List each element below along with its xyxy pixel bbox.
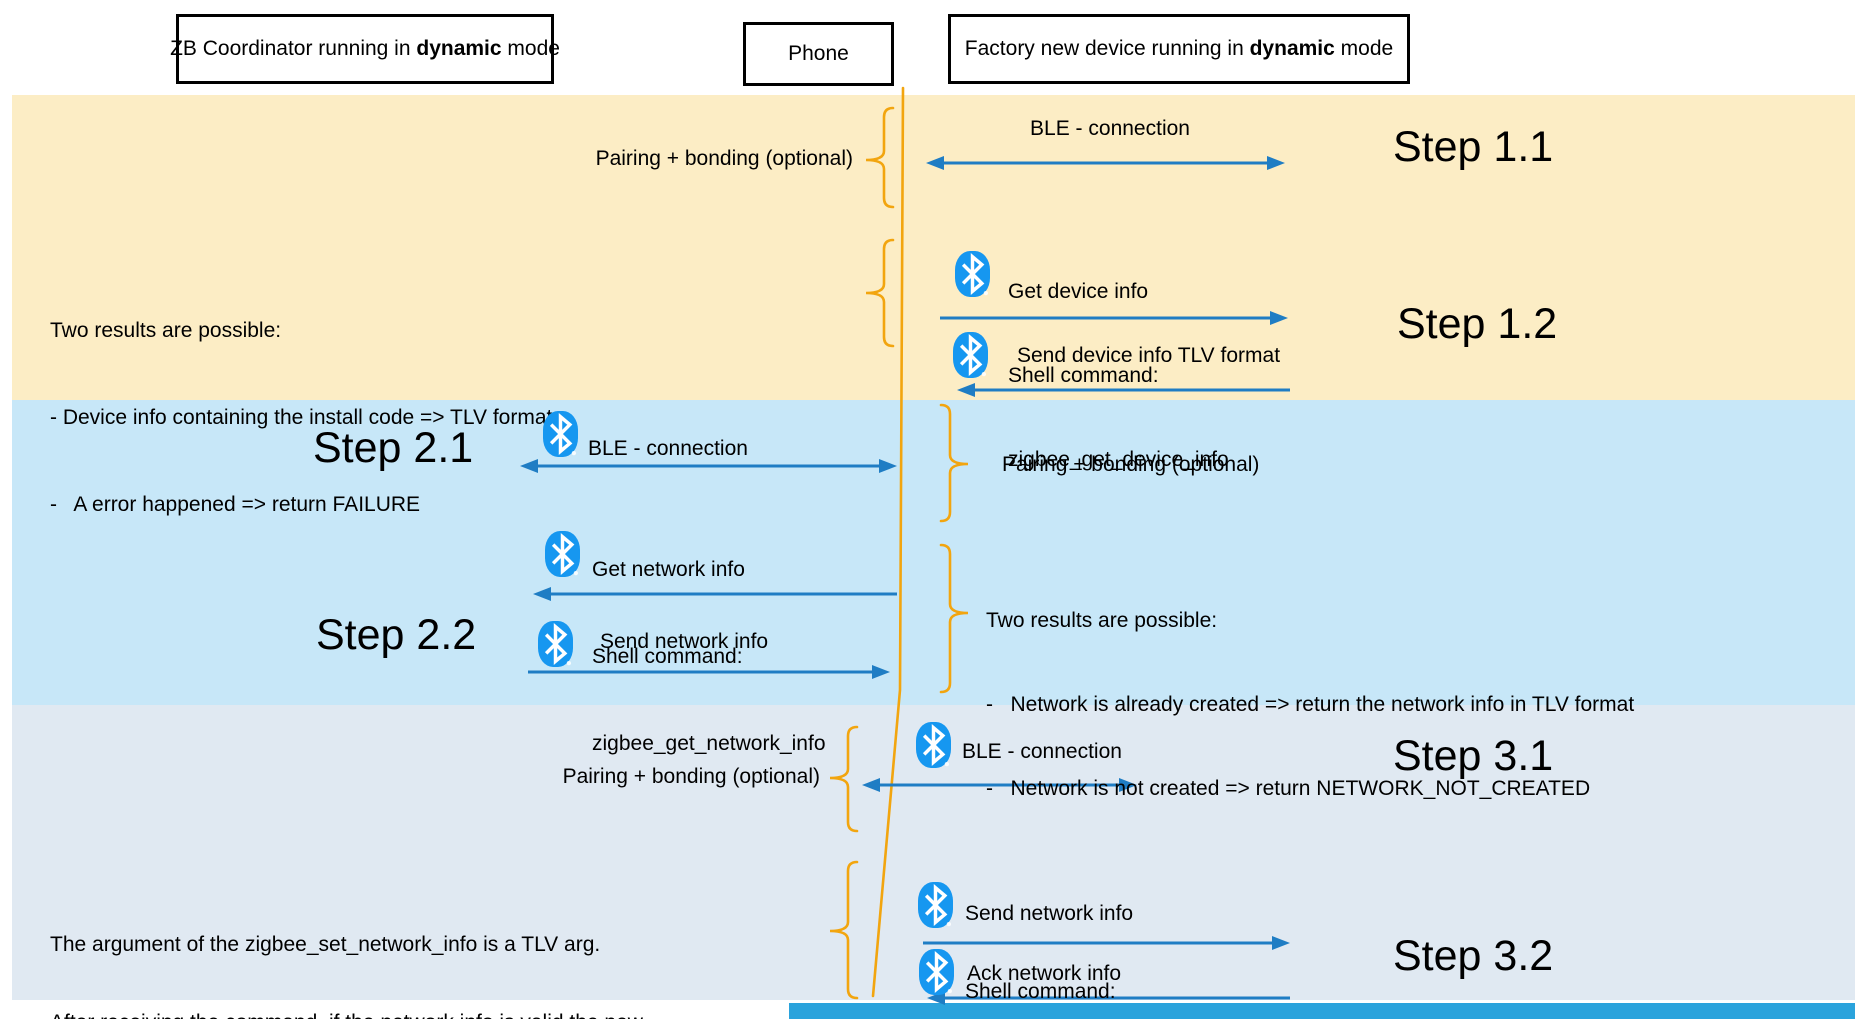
band2-step-a-label: Step 2.1 bbox=[313, 424, 474, 472]
band2-note: Two results are possible: - Network is a… bbox=[986, 551, 1634, 859]
actor-label-pre: Factory new device running in bbox=[964, 37, 1250, 60]
bluetooth-dot bbox=[981, 371, 987, 377]
message-line: zigbee_get_device_info bbox=[1008, 448, 1229, 471]
band3-pairing-label: Pairing + bonding (optional) bbox=[562, 765, 820, 788]
band1-ble-label: BLE - connection bbox=[1030, 117, 1190, 140]
band2-ble-label: BLE - connection bbox=[588, 437, 748, 460]
message-line: Get network info bbox=[592, 558, 745, 581]
bluetooth-icon bbox=[538, 621, 573, 667]
bluetooth-rune bbox=[922, 724, 946, 766]
note-line: The argument of the zigbee_set_network_i… bbox=[50, 933, 601, 956]
bluetooth-icon bbox=[545, 531, 580, 577]
bluetooth-icon bbox=[919, 949, 954, 995]
actor-factory-device: Factory new device running in dynamic mo… bbox=[948, 14, 1410, 84]
band1-step-a-label: Step 1.1 bbox=[1393, 123, 1554, 171]
actor-label-bold: dynamic bbox=[416, 37, 502, 60]
note-line: - Network is already created => return t… bbox=[986, 693, 1635, 716]
note-line: Two results are possible: bbox=[986, 609, 1218, 632]
bluetooth-dot bbox=[566, 660, 572, 666]
bluetooth-icon bbox=[543, 411, 578, 457]
band2-pairing-label: Pairing + bonding (optional) bbox=[1002, 453, 1260, 476]
note-line: Two results are possible: bbox=[50, 319, 282, 342]
band1-note: Two results are possible: - Device info … bbox=[50, 258, 552, 577]
band2-response-label: Send network info bbox=[600, 630, 769, 653]
band2-step-b-label: Step 2.2 bbox=[316, 611, 477, 659]
band-step2 bbox=[12, 400, 1855, 705]
message-line: Shell command: bbox=[965, 980, 1116, 1003]
band2-request-text: Get network info Shell command: zigbee_g… bbox=[592, 497, 826, 816]
bluetooth-rune bbox=[925, 951, 949, 993]
message-line: Send network info bbox=[965, 902, 1134, 925]
note-line: After receiving the command, if the netw… bbox=[50, 1010, 643, 1019]
bluetooth-dot bbox=[571, 450, 577, 456]
bluetooth-dot bbox=[983, 290, 989, 296]
bottom-accent-bar bbox=[789, 1003, 1855, 1019]
bluetooth-rune bbox=[544, 623, 568, 665]
bluetooth-dot bbox=[946, 921, 952, 927]
band3-ble-label: BLE - connection bbox=[962, 740, 1122, 763]
band3-step-b-label: Step 3.2 bbox=[1393, 932, 1554, 980]
bluetooth-dot bbox=[573, 570, 579, 576]
band3-note: The argument of the zigbee_set_network_i… bbox=[50, 880, 643, 1019]
band3-step-a-label: Step 3.1 bbox=[1393, 732, 1554, 780]
bluetooth-icon bbox=[916, 722, 951, 768]
actor-zb-coordinator: ZB Coordinator running in dynamic mode bbox=[170, 14, 560, 84]
message-line: zigbee_get_network_info bbox=[592, 732, 826, 755]
actor-label-pre: ZB Coordinator running in bbox=[170, 37, 417, 60]
actor-label-post: mode bbox=[1334, 37, 1394, 60]
band3-request-text: Send network info Shell command: Zigbee_… bbox=[965, 849, 1200, 1019]
bluetooth-rune bbox=[551, 533, 575, 575]
message-line: Shell command: bbox=[1008, 364, 1159, 387]
bluetooth-dot bbox=[944, 761, 950, 767]
bluetooth-rune bbox=[549, 413, 573, 455]
bluetooth-dot bbox=[947, 988, 953, 994]
actor-label-bold: dynamic bbox=[1249, 37, 1335, 60]
band-step1 bbox=[12, 95, 1855, 400]
band1-step-b-label: Step 1.2 bbox=[1397, 300, 1558, 348]
band1-request-text: Get device info Shell command: zigbee_ge… bbox=[1008, 222, 1229, 530]
band1-pairing-label: Pairing + bonding (optional) bbox=[595, 147, 853, 170]
bluetooth-icon bbox=[918, 882, 953, 928]
band3-response-label: Ack network info bbox=[967, 962, 1122, 985]
bluetooth-rune bbox=[959, 334, 983, 376]
actor-phone: Phone bbox=[743, 22, 894, 86]
actor-label-post: mode bbox=[501, 37, 560, 60]
message-line: Get device info bbox=[1008, 280, 1149, 303]
bluetooth-icon bbox=[953, 332, 988, 378]
bluetooth-rune bbox=[924, 884, 948, 926]
actor-label: Phone bbox=[788, 42, 849, 65]
note-line: - Network is not created => return NETWO… bbox=[986, 777, 1591, 800]
note-line: - A error happened => return FAILURE bbox=[50, 493, 421, 516]
bluetooth-icon bbox=[955, 251, 990, 297]
message-line: Shell command: bbox=[592, 645, 743, 668]
band1-response-label: Send device info TLV format bbox=[1017, 344, 1281, 367]
bluetooth-rune bbox=[961, 253, 985, 295]
note-line: - Device info containing the install cod… bbox=[50, 406, 553, 429]
